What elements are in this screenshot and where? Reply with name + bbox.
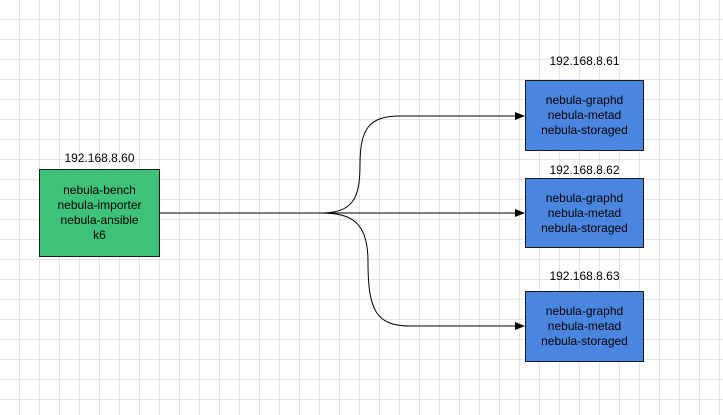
server-1-line-2: nebula-metad xyxy=(547,108,622,122)
client-ip-label: 192.168.8.60 xyxy=(64,151,135,165)
client-line-2: nebula-importer xyxy=(57,198,142,212)
server-2-ip-label: 192.168.8.62 xyxy=(549,163,620,177)
server-1-line-3: nebula-storaged xyxy=(541,123,628,137)
client-line-1: nebula-bench xyxy=(63,183,136,197)
server-3-line-2: nebula-metad xyxy=(547,319,622,333)
server-1-line-1: nebula-graphd xyxy=(545,93,624,107)
server-3-node[interactable]: nebula-graphd nebula-metad nebula-storag… xyxy=(525,291,644,362)
edge-client-to-server-1 xyxy=(160,112,525,214)
server-2-line-3: nebula-storaged xyxy=(541,220,628,235)
server-2-line-1: nebula-graphd xyxy=(545,190,624,205)
client-node[interactable]: nebula-bench nebula-importer nebula-ansi… xyxy=(39,169,160,257)
client-line-3: nebula-ansible xyxy=(60,213,139,227)
server-1-ip-label: 192.168.8.61 xyxy=(549,54,620,68)
server-3-line-3: nebula-storaged xyxy=(541,334,628,348)
server-1-node[interactable]: nebula-graphd nebula-metad nebula-storag… xyxy=(525,80,644,151)
edge-client-to-server-3 xyxy=(319,212,525,330)
server-2-node[interactable]: nebula-graphd nebula-metad nebula-storag… xyxy=(525,178,644,248)
client-line-4: k6 xyxy=(93,228,106,242)
server-3-line-1: nebula-graphd xyxy=(545,304,624,318)
server-2-line-2: nebula-metad xyxy=(547,205,622,220)
server-3-ip-label: 192.168.8.63 xyxy=(549,269,620,283)
